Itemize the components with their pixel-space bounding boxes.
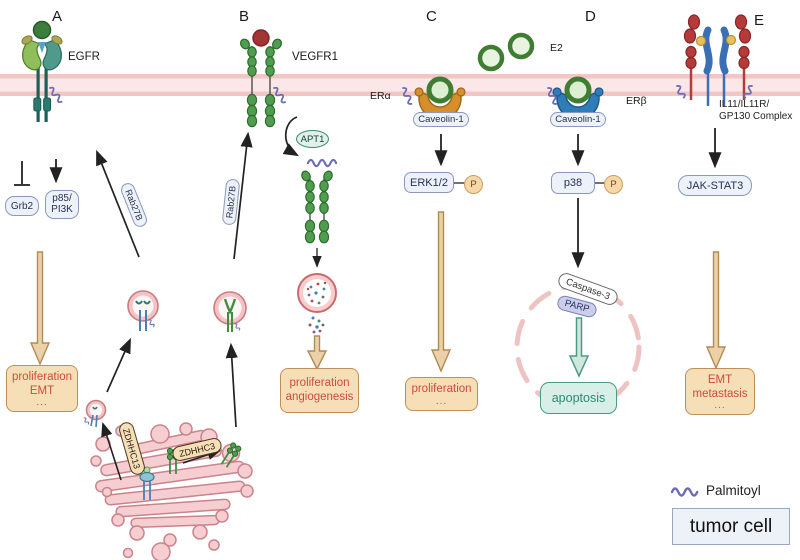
rab27b-arrow-a	[96, 149, 140, 258]
phospho-circle-c: P	[464, 174, 483, 194]
egfr-receptor	[21, 20, 63, 122]
phospho-circle-d: P	[604, 174, 623, 194]
released-palmitoyl-squiggle	[306, 158, 338, 168]
vegfr1-label: VEGFR1	[292, 51, 339, 63]
tumor-cell-legend-box: tumor cell	[672, 508, 790, 545]
panel-b-letter: B	[239, 8, 250, 25]
outcome-arrow-b	[306, 335, 328, 371]
vesicle-to-endosome-arrow	[106, 337, 131, 393]
il11-ligand	[695, 35, 707, 47]
il11-receptor-complex	[683, 14, 752, 106]
golgi-to-endosome-b-arrow	[225, 342, 238, 428]
vegfr1-palmitoyl-squiggle	[273, 86, 286, 104]
rab27b-arrow-b	[233, 131, 253, 260]
erk12-pill: ERK1/2	[404, 172, 454, 193]
outcome-box-e: EMT metastasis ...	[685, 368, 755, 415]
outcome-arrow-a	[29, 251, 51, 366]
transport-vesicle	[83, 399, 107, 428]
panel-c-letter: C	[426, 8, 437, 25]
p38-pill: p38	[551, 172, 595, 194]
era-palmitoyl-squiggle	[402, 87, 413, 105]
grb2-inhibition-bar	[14, 161, 30, 186]
golgi-teal-receptor	[139, 466, 155, 500]
golgi-green-receptor-palmitoylated	[220, 442, 242, 468]
egfr-palmitoyl-squiggle	[49, 86, 63, 104]
outcome-arrow-e	[705, 251, 727, 370]
il11-palmitoyl-squiggle-right	[743, 85, 753, 99]
il11-complex-label: IL11/IL11R/ GP130 Complex	[719, 99, 793, 122]
il11-palmitoyl-squiggle-left	[676, 85, 686, 99]
plasma-membrane	[0, 74, 800, 96]
panel-d-letter: D	[585, 8, 596, 25]
egfr-endosome-vesicle	[127, 290, 159, 331]
era-label: ERα	[370, 90, 391, 102]
outcome-arrow-c	[430, 211, 452, 373]
depalmitoylated-vegfr1	[301, 170, 333, 244]
e2-ligands	[477, 32, 535, 72]
jak-stat3-pill: JAK-STAT3	[678, 175, 752, 196]
apoptosis-arrow	[568, 317, 590, 378]
vegfr1-endosome-vesicle	[213, 291, 247, 332]
golgi-to-vesicle-arrow	[101, 421, 122, 481]
legend-palmitoyl-squiggle	[670, 487, 699, 497]
apt1-pill: APT1	[296, 130, 329, 148]
grb2-pill: Grb2	[5, 196, 39, 216]
vegf-ligand	[252, 29, 270, 47]
caveolin-pill-c: Caveolin-1	[413, 112, 469, 127]
outcome-box-c: proliferation ...	[405, 377, 478, 411]
egfr-label: EGFR	[68, 51, 100, 63]
degradation-vesicle	[297, 273, 337, 313]
il11-ligand	[725, 34, 737, 46]
e2-label: E2	[550, 42, 563, 54]
apoptosis-box: apoptosis	[540, 382, 617, 414]
caveolin-pill-d: Caveolin-1	[550, 112, 606, 127]
panel-a-letter: A	[52, 8, 63, 25]
vegfr1-receptor	[239, 29, 283, 128]
outcome-box-a: proliferation EMT ...	[6, 365, 78, 412]
panel-e-letter: E	[754, 12, 765, 29]
apt1-curved-arrow	[282, 116, 299, 157]
golgi-apparatus	[90, 422, 254, 560]
palmitoyl-legend-label: Palmitoyl	[706, 483, 761, 498]
degraded-fragments-dots	[308, 316, 325, 334]
erb-palmitoyl-squiggle	[547, 87, 558, 105]
erb-label: ERβ	[626, 95, 647, 107]
outcome-box-b: proliferation angiogenesis	[280, 368, 359, 413]
pi3k-pill: p85/ PI3K	[45, 190, 79, 219]
